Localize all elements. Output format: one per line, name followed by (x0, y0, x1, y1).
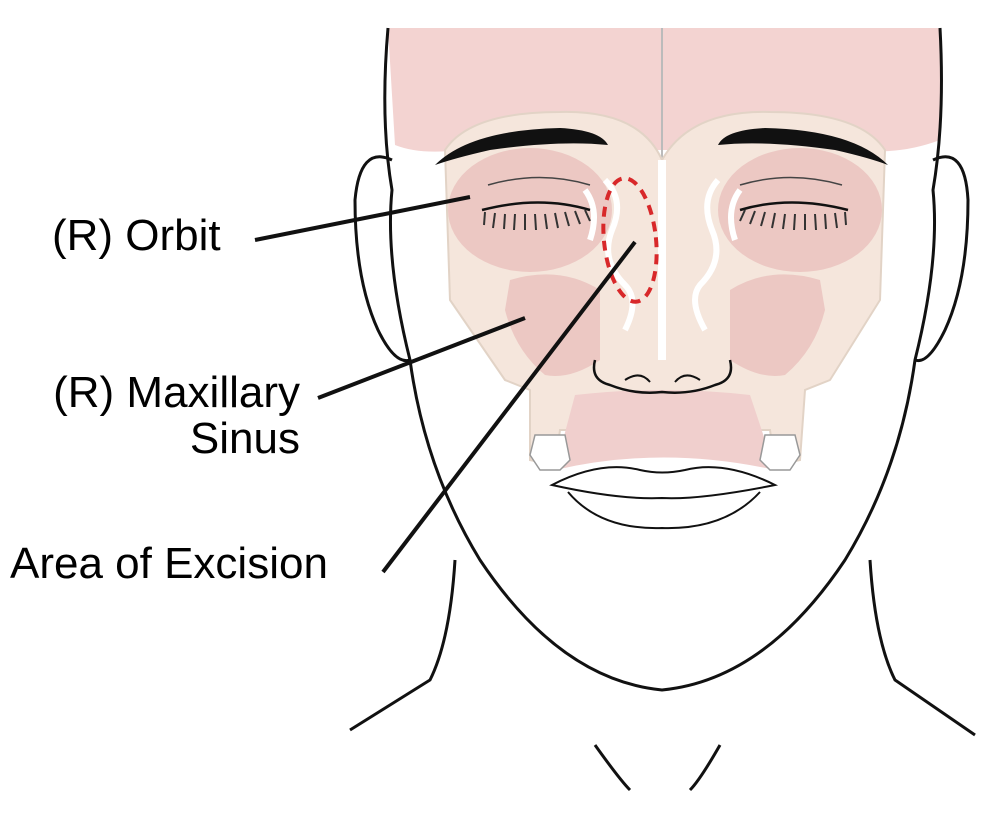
right-tooth (529, 434, 571, 471)
left-eyelid (739, 201, 849, 212)
neck-collar (593, 744, 722, 792)
lower-lip (567, 491, 761, 530)
head-outline (383, 27, 943, 692)
orbit-leader-line (254, 195, 471, 242)
left-maxillary-sinus (730, 274, 825, 376)
right-eyelid (481, 201, 591, 212)
maxillary-sinus-label: (R) Maxillary Sinus (20, 370, 300, 462)
maxillary-label-line1: (R) Maxillary (53, 368, 300, 417)
right-orbit (448, 148, 612, 272)
left-eyelashes (739, 209, 847, 231)
nasal-turbinates (582, 177, 743, 332)
excision-leader-line (381, 240, 637, 574)
excision-label: Area of Excision (10, 539, 328, 588)
maxillary-leader-line (317, 316, 526, 400)
nostrils (624, 374, 701, 383)
nose-outline (592, 359, 733, 394)
orbit-label: (R) Orbit (52, 211, 221, 260)
excision-outline (601, 176, 659, 304)
left-eyebrow (718, 128, 888, 165)
neck-left (868, 559, 976, 737)
right-ear (353, 155, 411, 363)
left-tooth (759, 434, 801, 471)
maxillary-label-line2: Sinus (189, 414, 300, 463)
upper-lip-region (555, 390, 775, 470)
left-eyelid-crease (739, 176, 843, 186)
right-maxillary-sinus (505, 274, 600, 376)
neck-right (349, 559, 457, 732)
right-eyelashes (483, 209, 591, 231)
lips (549, 466, 779, 500)
left-orbit (718, 148, 882, 272)
left-ear (914, 155, 970, 363)
right-eyelid-crease (487, 176, 591, 186)
right-eyebrow (435, 128, 608, 165)
